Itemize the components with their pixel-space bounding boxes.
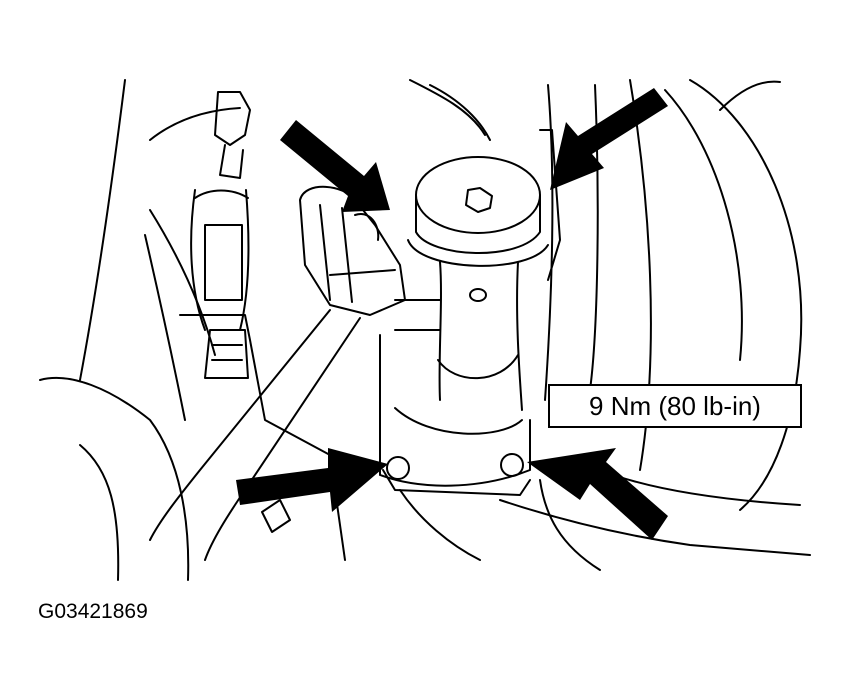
lower-center-contour [399, 489, 481, 561]
wiring-harness-lower [204, 317, 361, 561]
hose-clamp-foot-lines [211, 344, 243, 361]
callout-arrow-lower-left [236, 448, 388, 512]
right-lower-contour [499, 499, 811, 556]
callout-arrow-upper-left [280, 120, 390, 212]
left-wall-contour [79, 444, 120, 581]
figure-id: G03421869 [38, 600, 148, 623]
right-inner-arc [664, 89, 743, 361]
sensor-base [379, 334, 531, 487]
sensor-body-neck [437, 354, 519, 380]
hose-clamp-foot [204, 329, 249, 379]
lower-left-bolt [386, 456, 410, 480]
background-pipe-top-2 [429, 84, 491, 141]
harness-tab [261, 499, 291, 533]
hose-clamp-band-2 [204, 224, 243, 301]
hose-clamp-neck [219, 144, 244, 179]
sensor-body-right [516, 261, 523, 411]
hose-clamp-top [214, 91, 251, 146]
sensor-cap-side [415, 194, 541, 254]
lower-right-contour [539, 479, 601, 571]
hose-clamp-band-1 [194, 189, 249, 199]
left-rib-2 [144, 234, 186, 421]
upper-left-curve [149, 107, 241, 141]
sensor-port [469, 288, 487, 302]
callout-arrow-lower-right [527, 448, 668, 540]
sensor-cap-top [415, 156, 541, 234]
connector-ribs [319, 204, 396, 303]
left-body-contour [79, 79, 126, 381]
mount-flange [382, 469, 531, 496]
wiring-harness-upper [149, 309, 331, 541]
left-lower-contour [39, 376, 190, 581]
background-pipe-top [409, 79, 486, 136]
left-bracket-outline [179, 314, 331, 456]
right-bracket-upper [539, 129, 561, 281]
sensor-collar [407, 239, 549, 267]
connector-latch [354, 213, 380, 241]
right-top-curve [719, 80, 781, 111]
rib-lines [394, 299, 441, 331]
right-pipe-1 [544, 84, 554, 401]
callout-arrow-upper-right [550, 88, 668, 190]
hose-clamp-body [190, 189, 250, 331]
hex-bolt-head [465, 187, 493, 213]
right-outer-arc [689, 79, 803, 511]
lower-right-bolt [500, 453, 524, 477]
torque-spec-label: 9 Nm (80 lb-in) [548, 384, 802, 428]
flange-detail [394, 407, 523, 435]
